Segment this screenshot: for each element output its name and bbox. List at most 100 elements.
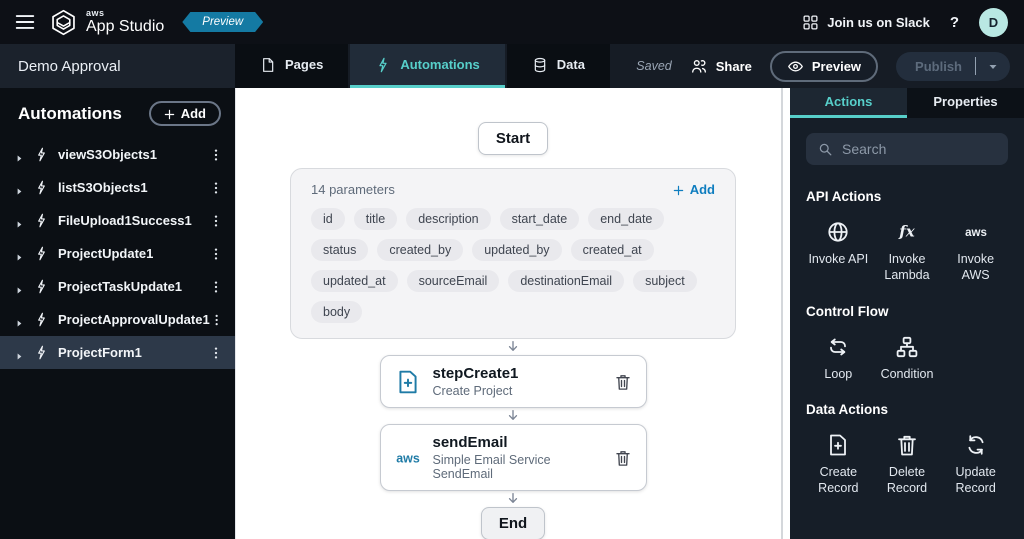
action-condition[interactable]: Condition [875,335,940,382]
delete-step-button[interactable] [614,373,632,391]
topbar-right-group: Join us on Slack ? D [802,7,1008,37]
search-placeholder: Search [842,141,887,157]
tab-automations[interactable]: Automations [350,44,505,88]
search-icon [818,142,833,157]
automation-list-item[interactable]: FileUpload1Success1 [0,204,235,237]
caret-right-icon[interactable] [15,282,24,294]
automation-item-label: ProjectApprovalUpdate1 [58,312,210,327]
preview-button[interactable]: Preview [769,50,879,82]
caret-right-icon[interactable] [15,348,24,360]
action-label: Delete Record [886,464,928,495]
hamburger-menu-icon[interactable] [14,11,36,33]
toolbar-right-group: Saved Share Preview Publish [636,44,1024,88]
app-name-label: Demo Approval [18,57,121,75]
parameter-chip[interactable]: body [311,301,363,323]
action-invoke-api[interactable]: Invoke API [806,220,871,284]
parameter-chip[interactable]: subject [633,270,697,292]
parameter-chip[interactable]: updated_at [311,270,398,292]
eye-icon [787,58,804,75]
parameter-chip[interactable]: updated_by [472,239,562,261]
parameter-chip[interactable]: destinationEmail [508,270,625,292]
automation-item-label: listS3Objects1 [58,180,148,195]
canvas-scrollbar[interactable] [781,88,783,539]
caret-right-icon[interactable] [15,249,24,261]
bolt-icon [34,279,49,294]
help-button[interactable]: ? [949,13,959,31]
step-node-send-email[interactable]: aws sendEmail Simple Email Service SendE… [379,424,647,491]
item-menu-button[interactable] [209,246,223,262]
automation-list-item[interactable]: listS3Objects1 [0,171,235,204]
loop-icon [826,335,850,359]
item-menu-button[interactable] [209,180,223,196]
section-grid: Create Record Delete Record Update Record [806,433,1008,497]
parameter-chip[interactable]: created_at [570,239,654,261]
action-create-record[interactable]: Create Record [806,433,871,497]
caret-right-icon[interactable] [15,315,24,327]
actions-search-input[interactable]: Search [806,133,1008,165]
automation-item-label: viewS3Objects1 [58,147,157,162]
automation-list-item[interactable]: ProjectUpdate1 [0,237,235,270]
app-name-header: Demo Approval [0,44,235,88]
app-studio-logo: aws App Studio [50,9,164,36]
panel-tab-properties[interactable]: Properties [907,88,1024,118]
delete-step-button[interactable] [614,449,632,467]
plus-icon [164,108,175,120]
publish-divider [975,57,976,75]
parameter-chip[interactable]: id [311,208,345,230]
svg-text:aws: aws [965,227,987,239]
end-node[interactable]: End [480,507,546,539]
share-button[interactable]: Share [690,57,752,75]
globe-icon [826,220,850,244]
bolt-icon [375,57,391,73]
caret-right-icon[interactable] [15,150,24,162]
item-menu-button[interactable] [209,279,223,295]
action-update-record[interactable]: Update Record [943,433,1008,497]
automation-list-item[interactable]: ProjectForm1 [0,336,235,369]
fx-icon: fx [895,220,919,244]
automation-list-item[interactable]: ProjectTaskUpdate1 [0,270,235,303]
flow-arrow-down-icon [505,491,521,507]
action-delete-record[interactable]: Delete Record [875,433,940,497]
automation-list-item[interactable]: viewS3Objects1 [0,138,235,171]
tab-pages[interactable]: Pages [235,44,349,88]
caret-right-icon[interactable] [15,216,24,228]
parameter-chip[interactable]: sourceEmail [406,270,500,292]
item-menu-button[interactable] [209,147,223,163]
add-automation-button[interactable]: Add [148,101,221,126]
action-label: Create Record [818,464,859,495]
start-node[interactable]: Start [477,122,549,155]
step-subtitle: Create Project [432,384,513,398]
tab-data[interactable]: Data [506,44,610,88]
parameter-chip[interactable]: created_by [377,239,464,261]
parameter-chip[interactable]: description [406,208,491,230]
parameter-chip[interactable]: status [311,239,369,261]
panel-tab-actions[interactable]: Actions [790,88,907,118]
saved-status: Saved [636,59,672,73]
section-title: Control Flow [806,303,889,319]
bolt-icon [34,213,49,228]
user-avatar[interactable]: D [979,7,1008,37]
preview-label: Preview [811,58,862,74]
parameter-chip[interactable]: end_date [588,208,665,230]
join-slack-link[interactable]: Join us on Slack [802,14,930,31]
action-loop[interactable]: Loop [806,335,871,382]
add-automation-label: Add [180,106,206,121]
caret-right-icon[interactable] [15,183,24,195]
parameter-chip[interactable]: start_date [499,208,580,230]
automation-list-item[interactable]: ProjectApprovalUpdate1 [0,303,235,336]
publish-button[interactable]: Publish [915,58,962,74]
item-menu-button[interactable] [210,312,223,328]
item-menu-button[interactable] [209,345,223,361]
parameter-chip[interactable]: title [353,208,398,230]
publish-dropdown-button[interactable] [976,60,1010,72]
step-node-create[interactable]: stepCreate1 Create Project [379,355,647,408]
item-menu-button[interactable] [209,213,223,229]
join-slack-label: Join us on Slack [827,14,930,30]
brand-aws-label: aws [86,8,105,18]
add-parameter-button[interactable]: Add [673,182,715,197]
